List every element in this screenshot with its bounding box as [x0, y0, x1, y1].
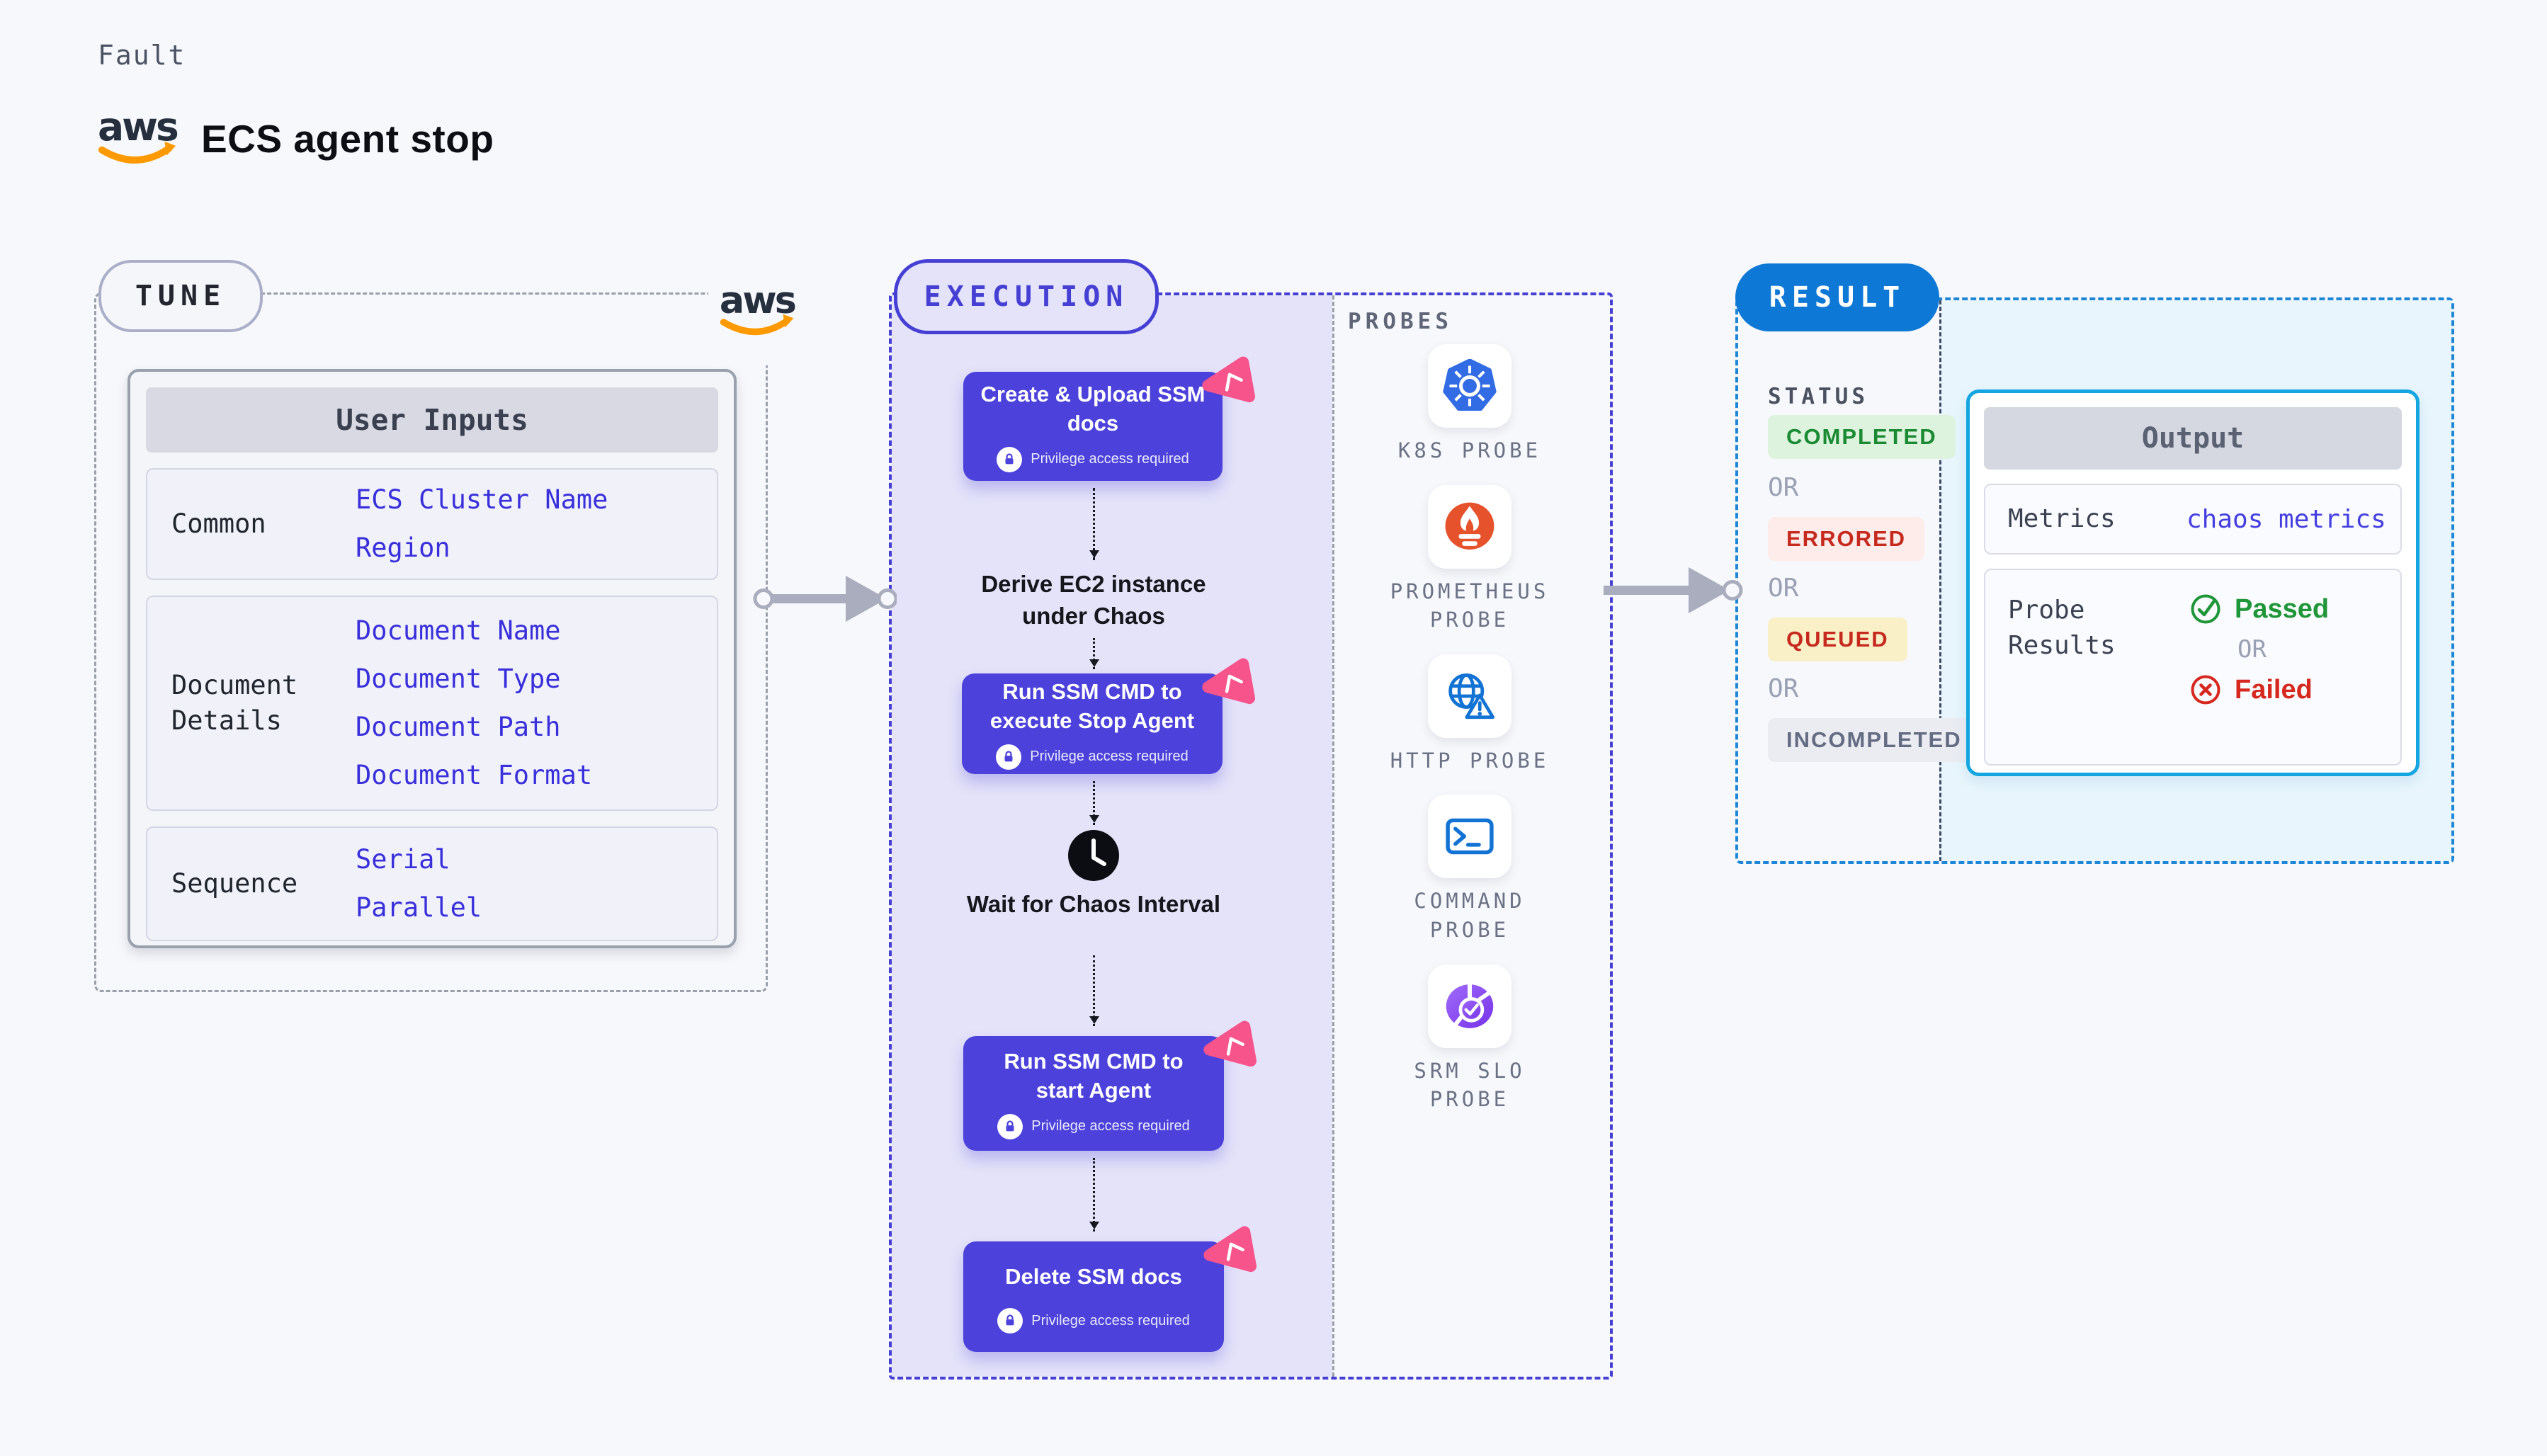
step-create-upload-ssm-docs: Create & Upload SSM docs Privilege acces… — [963, 356, 1256, 481]
metrics-value-link[interactable]: chaos metrics — [2186, 504, 2386, 534]
output-card: Output Metrics chaos metrics Probe Resul… — [1966, 389, 2420, 776]
lock-icon — [997, 1308, 1023, 1334]
passed-check-icon — [2191, 594, 2220, 624]
tune-section-box — [94, 292, 768, 992]
or-label: OR — [1768, 674, 1799, 703]
arrow-right-icon — [753, 576, 897, 622]
fault-eyebrow-label: Fault — [98, 40, 186, 71]
status-badge-errored: ERRORED — [1768, 517, 1925, 561]
chaos-step-icon — [1202, 356, 1256, 403]
input-value-link[interactable]: Document Type — [356, 664, 561, 694]
input-value-link[interactable]: Document Path — [356, 712, 561, 742]
result-status-divider — [1939, 300, 1941, 861]
failed-x-icon — [2191, 675, 2220, 705]
dotted-arrow-down — [1089, 955, 1099, 1026]
lock-icon — [997, 1113, 1023, 1139]
tune-pill: TUNE — [98, 260, 263, 332]
arrow-right-icon — [1604, 567, 1743, 613]
input-row-label: Sequence — [171, 868, 298, 899]
metrics-label: Metrics — [2008, 504, 2116, 533]
or-label: OR — [1768, 574, 1799, 603]
probe-label: PROMETHEUS PROBE — [1390, 579, 1550, 632]
probe-item-k8s: K8S PROBE — [1398, 344, 1541, 465]
probes-panel: K8S PROBE PROMETHEUS PROBE — [1363, 344, 1576, 1114]
page-title: ECS agent stop — [201, 117, 494, 161]
input-row-sequence: Sequence Serial Parallel — [146, 826, 718, 941]
input-row-label: Common — [171, 508, 266, 540]
aws-logo-icon: aws — [98, 105, 180, 164]
dotted-arrow-down — [1089, 1158, 1099, 1232]
aws-logo-text: aws — [98, 105, 178, 149]
input-value-link[interactable]: Document Name — [356, 615, 561, 646]
tune-aws-logo-patch: aws — [708, 258, 807, 365]
kubernetes-icon — [1427, 344, 1511, 428]
lock-icon — [997, 446, 1023, 472]
status-badge-incompleted: INCOMPLETED — [1768, 718, 1980, 762]
privilege-note: Privilege access required — [1030, 749, 1189, 765]
probe-results-row: Probe Results Passed OR Failed — [1984, 569, 2402, 766]
failed-label: Failed — [2235, 674, 2313, 705]
probe-item-prometheus: PROMETHEUS PROBE — [1371, 484, 1569, 635]
execution-section-box: Create & Upload SSM docs Privilege acces… — [889, 292, 1613, 1380]
dotted-arrow-down — [1089, 488, 1099, 560]
result-pill: RESULT — [1735, 263, 1939, 331]
page-title-row: aws ECS agent stop — [96, 105, 494, 173]
input-value-link[interactable]: Document Format — [356, 760, 593, 790]
user-inputs-header: User Inputs — [146, 387, 718, 453]
chaos-step-icon — [1202, 658, 1256, 705]
probe-label: K8S PROBE — [1397, 438, 1542, 462]
input-value-link[interactable]: Parallel — [356, 892, 482, 923]
step-title: Run SSM CMD to start Agent — [1004, 1049, 1184, 1103]
passed-label: Passed — [2235, 593, 2330, 624]
status-badge-completed: COMPLETED — [1768, 415, 1956, 459]
probe-label: HTTP PROBE — [1390, 748, 1550, 773]
or-label: OR — [2237, 635, 2267, 664]
probes-heading: PROBES — [1348, 309, 1453, 334]
input-value-link[interactable]: ECS Cluster Name — [356, 484, 608, 515]
wait-clock-icon — [1067, 829, 1120, 885]
or-label: OR — [1768, 473, 1799, 502]
privilege-note: Privilege access required — [1031, 1118, 1190, 1134]
chaos-step-icon — [1203, 1020, 1257, 1067]
step-derive-ec2-label: Derive EC2 instance under Chaos — [981, 571, 1206, 629]
user-inputs-card: User Inputs Common ECS Cluster Name Regi… — [127, 369, 737, 948]
status-heading: STATUS — [1768, 384, 1868, 409]
aws-smile-icon — [720, 317, 790, 336]
dotted-arrow-down — [1089, 781, 1099, 825]
srm-slo-donut-icon — [1428, 964, 1511, 1048]
dotted-arrow-down — [1089, 638, 1099, 669]
probe-label: SRM SLO PROBE — [1414, 1058, 1526, 1112]
privilege-note: Privilege access required — [1031, 451, 1189, 467]
input-row-label: Document Details — [171, 670, 298, 736]
input-row-document-details: Document Details Document Name Document … — [146, 596, 718, 811]
probe-results-label: Probe Results — [2008, 596, 2116, 661]
aws-logo-icon: aws — [720, 279, 798, 336]
step-title: Delete SSM docs — [1005, 1263, 1182, 1289]
step-title: Run SSM CMD to execute Stop Agent — [989, 679, 1195, 733]
output-header: Output — [1984, 407, 2402, 470]
lock-icon — [996, 744, 1022, 770]
execution-probes-divider — [1332, 295, 1334, 1377]
input-value-link[interactable]: Region — [356, 533, 450, 563]
probe-item-command: COMMAND PROBE — [1371, 795, 1569, 944]
step-run-ssm-cmd-start-agent: Run SSM CMD to start Agent Privilege acc… — [963, 1020, 1257, 1151]
step-delete-ssm-docs: Delete SSM docs Privilege access require… — [963, 1226, 1257, 1352]
step-title: Create & Upload SSM docs — [980, 382, 1206, 436]
execution-pill: EXECUTION — [894, 259, 1159, 334]
input-row-common: Common ECS Cluster Name Region — [146, 468, 718, 580]
privilege-note: Privilege access required — [1031, 1312, 1190, 1329]
aws-smile-icon — [98, 144, 173, 164]
metrics-row: Metrics chaos metrics — [1984, 484, 2402, 554]
probe-item-srm-slo: SRM SLO PROBE — [1371, 964, 1569, 1114]
step-run-ssm-cmd-stop-agent: Run SSM CMD to execute Stop Agent Privil… — [962, 658, 1256, 774]
probe-label: COMMAND PROBE — [1414, 889, 1526, 942]
terminal-icon — [1428, 795, 1511, 879]
wait-for-chaos-interval-label: Wait for Chaos Interval — [966, 891, 1221, 917]
http-globe-warning-icon — [1427, 654, 1511, 738]
input-value-link[interactable]: Serial — [356, 844, 450, 875]
prometheus-icon — [1428, 484, 1511, 569]
status-badge-queued: QUEUED — [1768, 618, 1907, 661]
chaos-step-icon — [1203, 1226, 1257, 1273]
probe-item-http: HTTP PROBE — [1390, 654, 1550, 775]
